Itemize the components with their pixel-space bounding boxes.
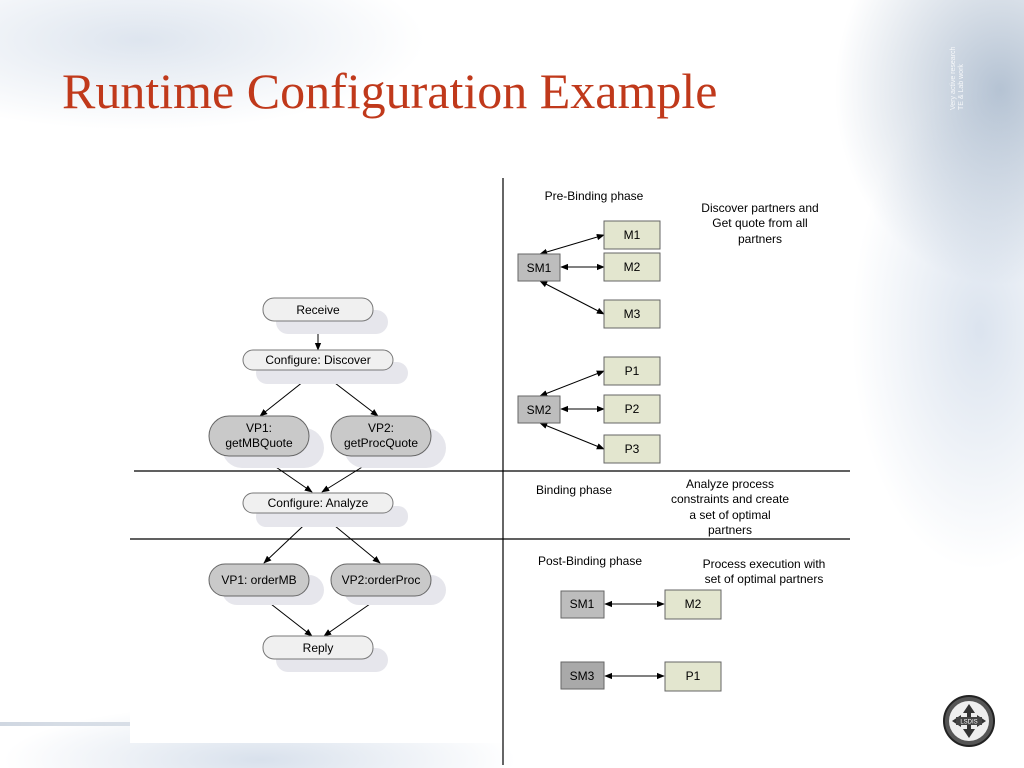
post-binding-phase-label: Post-Binding phase [538,554,642,568]
pre-binding-note-line3: partners [738,232,782,246]
post-m2-partner-box: M2 [664,589,722,620]
link-sm2-p3 [539,422,605,450]
post-binding-note-line2: set of optimal partners [705,572,824,586]
configure-discover-label: Configure: Discover [265,353,370,367]
pre-binding-phase-label: Pre-Binding phase [545,189,644,203]
link-sm1-m3 [539,280,605,315]
receive-activity: Receive [262,297,388,334]
post-sm1-label: SM1 [570,597,595,611]
binding-note-line4: partners [708,523,752,537]
post-p1-partner-box: P1 [664,661,722,692]
post-sm1-service-box: SM1 [560,590,605,619]
reply-activity: Reply [262,635,388,672]
m3-partner-box: M3 [603,299,661,329]
m2-partner-box: M2 [603,252,661,282]
vp1-getmbquote-activity: VP1: getMBQuote [208,415,324,468]
vp2-quote-line2: getProcQuote [344,436,418,450]
corner-decoration-text: Very active research TE & Lab work [950,47,1024,110]
slide-title: Runtime Configuration Example [62,63,718,119]
sm2-label: SM2 [527,403,552,417]
configure-analyze-activity: Configure: Analyze [242,492,408,527]
link-sm1-m1 [539,233,605,256]
logo-text: LSDIS [960,720,977,726]
binding-note-line3: a set of optimal [689,508,770,522]
post-sm3-label: SM3 [570,669,595,683]
p1-label: P1 [625,364,640,378]
sm1-label: SM1 [527,261,552,275]
p2-partner-box: P2 [603,394,661,424]
vp1-ordermb-activity: VP1: orderMB [208,563,324,605]
vp2-quote-line1: VP2: [368,421,394,435]
post-sm3-service-box: SM3 [560,661,605,690]
p2-label: P2 [625,402,640,416]
binding-phase-label: Binding phase [536,483,612,497]
vp1-quote-line2: getMBQuote [225,436,293,450]
configure-analyze-label: Configure: Analyze [268,496,369,510]
p1-partner-box: P1 [603,356,661,386]
vp2-orderproc-activity: VP2:orderProc [330,563,446,605]
vp1-quote-line1: VP1: [246,421,272,435]
p3-partner-box: P3 [603,434,661,464]
lsdis-logo-icon: LSDIS [943,695,995,747]
post-binding-note-line1: Process execution with [703,557,826,571]
sm2-service-box: SM2 [517,395,561,424]
pre-binding-note-line1: Discover partners and [701,201,818,215]
corner-text-line2: TE & Lab work [958,64,965,110]
binding-note-line2: constraints and create [671,492,789,506]
m1-label: M1 [624,228,641,242]
configure-discover-activity: Configure: Discover [242,349,408,384]
post-p1-label: P1 [686,669,701,683]
vp2-getprocquote-activity: VP2: getProcQuote [330,415,446,468]
corner-text-line1: Very active research [950,47,958,110]
pre-binding-note-line2: Get quote from all [712,216,807,230]
sm1-service-box: SM1 [517,253,561,282]
link-sm2-p1 [539,370,605,397]
binding-note-line1: Analyze process [686,477,774,491]
p3-label: P3 [625,442,640,456]
post-m2-label: M2 [685,597,702,611]
m2-label: M2 [624,260,641,274]
vp2-order-label: VP2:orderProc [342,573,421,587]
receive-label: Receive [296,303,340,317]
m3-label: M3 [624,307,641,321]
reply-label: Reply [303,641,334,655]
vp1-order-label: VP1: orderMB [221,573,296,587]
m1-partner-box: M1 [603,220,661,250]
